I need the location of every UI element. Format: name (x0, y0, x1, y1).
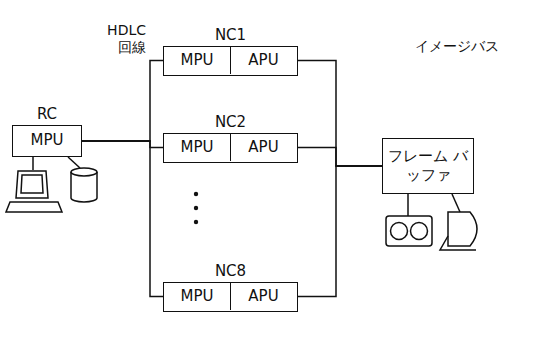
line-label: HDLC 回線 (98, 22, 146, 56)
unit-box: MPU (164, 47, 230, 74)
node-label: APU (244, 138, 282, 158)
unit-box: MPU (164, 134, 230, 161)
node-label: MPU (177, 287, 218, 307)
bus-line (296, 148, 382, 167)
tape-drive-icon (386, 216, 432, 246)
node-label: APU (244, 51, 282, 71)
unit-box: APU (230, 134, 296, 161)
disk-icon (71, 168, 97, 202)
device-wire (452, 194, 460, 212)
controller-box: NC8MPUAPU (163, 282, 298, 312)
node-label: MPU (177, 138, 218, 158)
bus-line (82, 61, 164, 142)
display-icon (440, 212, 477, 250)
node-label: APU (244, 287, 282, 307)
process-box: RCMPU (12, 125, 82, 157)
continuation-dots (194, 192, 198, 224)
controller-box: NC2MPUAPU (163, 133, 298, 163)
bus-line (82, 141, 164, 297)
process-box: フレーム バッファ (382, 138, 474, 194)
node-label: MPU (27, 131, 68, 151)
unit-box: MPU (164, 283, 230, 310)
device-wire (32, 157, 34, 170)
node-label: MPU (177, 51, 218, 71)
node-heading: NC1 (215, 26, 246, 44)
node-label: フレーム バッファ (383, 147, 473, 186)
device-wire (68, 157, 80, 168)
unit-box: APU (230, 283, 296, 310)
bus-line (296, 166, 382, 297)
controller-box: NC1MPUAPU (163, 46, 298, 76)
node-heading: NC8 (215, 262, 246, 280)
node-heading: NC2 (215, 113, 246, 131)
bus-label: イメージバス (415, 38, 535, 55)
unit-box: APU (230, 47, 296, 74)
terminal-icon (6, 171, 62, 212)
bus-line (296, 61, 382, 167)
device-wire (407, 194, 409, 216)
node-heading: RC (37, 105, 57, 123)
bus-line (82, 141, 164, 148)
